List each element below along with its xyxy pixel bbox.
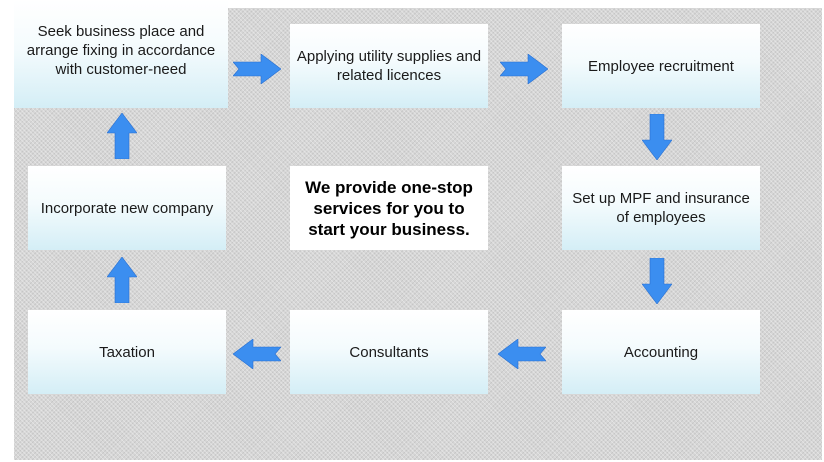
step-incorporate-company: Incorporate new company xyxy=(28,166,226,250)
step-label: Applying utility supplies and related li… xyxy=(296,48,482,84)
step-label: Seek business place and arrange fixing i… xyxy=(26,22,216,78)
step-taxation: Taxation xyxy=(28,310,226,394)
arrow-down-icon xyxy=(642,258,672,304)
center-message-text: We provide one-stop services for you to … xyxy=(305,177,473,239)
step-seek-business-place: Seek business place and arrange fixing i… xyxy=(14,0,228,108)
arrow-right-icon xyxy=(233,54,281,84)
step-label: Set up MPF and insurance of employees xyxy=(572,190,750,226)
arrow-down-icon xyxy=(642,114,672,160)
step-accounting: Accounting xyxy=(562,310,760,394)
step-consultants: Consultants xyxy=(290,310,488,394)
arrow-left-icon xyxy=(233,339,281,369)
step-label: Employee recruitment xyxy=(588,57,734,75)
center-message: We provide one-stop services for you to … xyxy=(290,166,488,250)
arrow-right-icon xyxy=(500,54,548,84)
arrow-up-icon xyxy=(107,257,137,303)
arrow-up-icon xyxy=(107,113,137,159)
step-mpf-insurance: Set up MPF and insurance of employees xyxy=(562,166,760,250)
step-label: Taxation xyxy=(99,343,155,361)
step-label: Accounting xyxy=(623,343,699,361)
step-utility-supplies: Applying utility supplies and related li… xyxy=(290,24,488,108)
step-employee-recruitment: Employee recruitment xyxy=(562,24,760,108)
step-label: Consultants xyxy=(349,343,429,361)
step-label: Incorporate new company xyxy=(40,199,214,217)
top-margin xyxy=(228,0,824,8)
arrow-left-icon xyxy=(498,339,546,369)
